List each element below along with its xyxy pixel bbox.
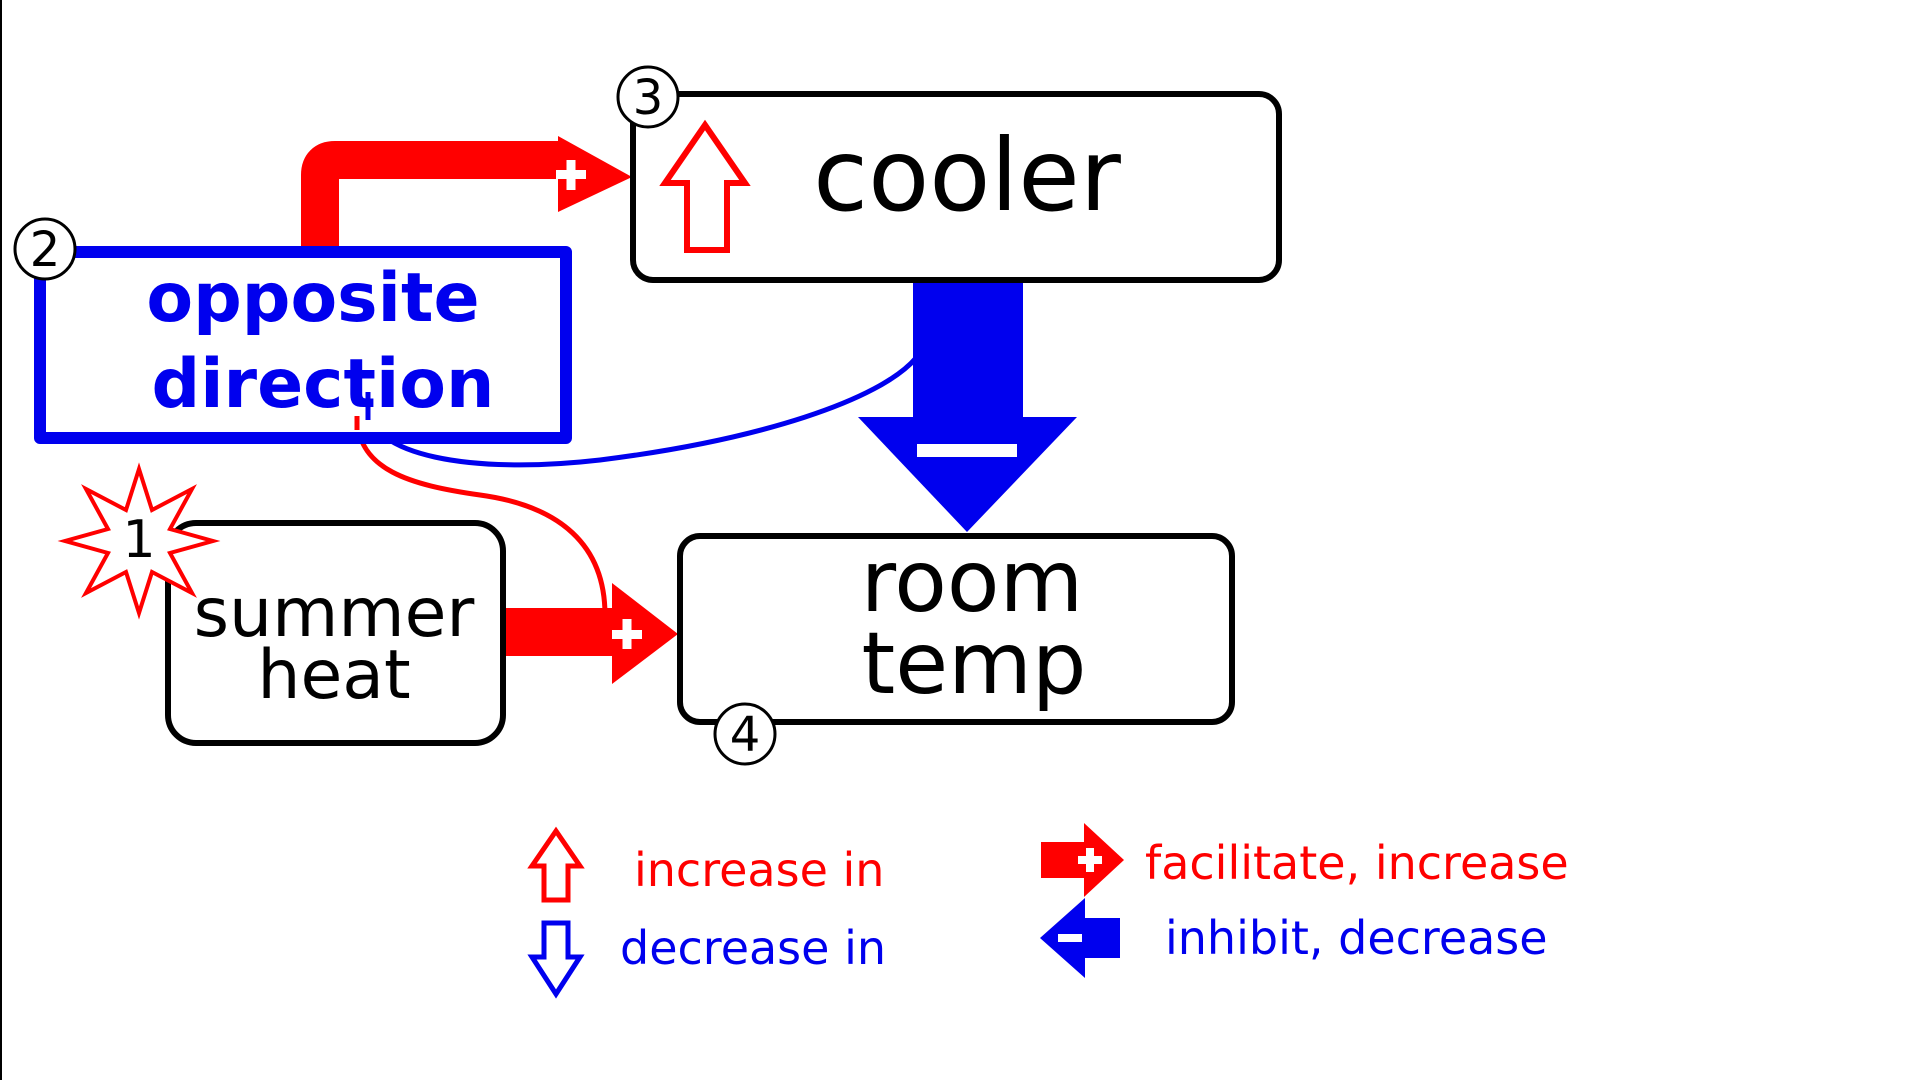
legend-facilitate-label: facilitate, increase <box>1145 836 1569 890</box>
modifier-line-blue <box>365 356 918 468</box>
decrease-arrow-icon <box>527 920 585 999</box>
modifier-line-red <box>354 415 608 616</box>
svg-text:4: 4 <box>730 707 761 763</box>
arrow-opposite-to-cooler <box>301 136 632 250</box>
node-opposite-direction: opposite direction <box>34 246 572 444</box>
node-summer-heat: summer heat <box>165 520 506 746</box>
node-cooler: cooler <box>630 91 1282 283</box>
number-badge-4: 4 <box>713 702 777 766</box>
node-room-temp: room temp <box>677 532 1235 725</box>
legend-increase: increase in <box>527 826 884 903</box>
increase-arrow-icon <box>527 826 585 903</box>
node-room-line2: temp <box>862 614 1087 714</box>
arrow-heat-to-room <box>505 583 678 684</box>
legend-decrease-label: decrease in <box>620 921 886 975</box>
number-badge-3: 3 <box>616 65 680 129</box>
legend-increase-label: increase in <box>634 843 884 897</box>
node-cooler-label: cooler <box>813 117 1122 234</box>
legend-decrease: decrease in <box>527 920 886 999</box>
starburst-badge-1: 1 <box>57 462 221 620</box>
legend-facilitate: facilitate, increase <box>1041 823 1569 897</box>
svg-text:1: 1 <box>122 510 155 570</box>
svg-text:2: 2 <box>30 222 61 278</box>
node-summer-line2: heat <box>257 636 410 715</box>
arrow-cooler-to-room <box>858 280 1077 532</box>
svg-text:3: 3 <box>633 70 664 126</box>
node-summer-line1: summer <box>194 574 475 653</box>
node-opposite-line2: direction <box>152 345 495 424</box>
node-opposite-line1: opposite <box>146 259 479 338</box>
page-left-border <box>0 0 2 1080</box>
node-room-line1: room <box>861 532 1083 632</box>
legend-inhibit-label: inhibit, decrease <box>1165 911 1548 965</box>
number-badge-2: 2 <box>13 217 77 281</box>
legend-inhibit: inhibit, decrease <box>1040 898 1548 978</box>
starburst-icon <box>57 462 221 620</box>
increase-arrow-icon <box>659 119 751 253</box>
legend: increase in decrease in facilitate, incr… <box>527 823 1569 999</box>
